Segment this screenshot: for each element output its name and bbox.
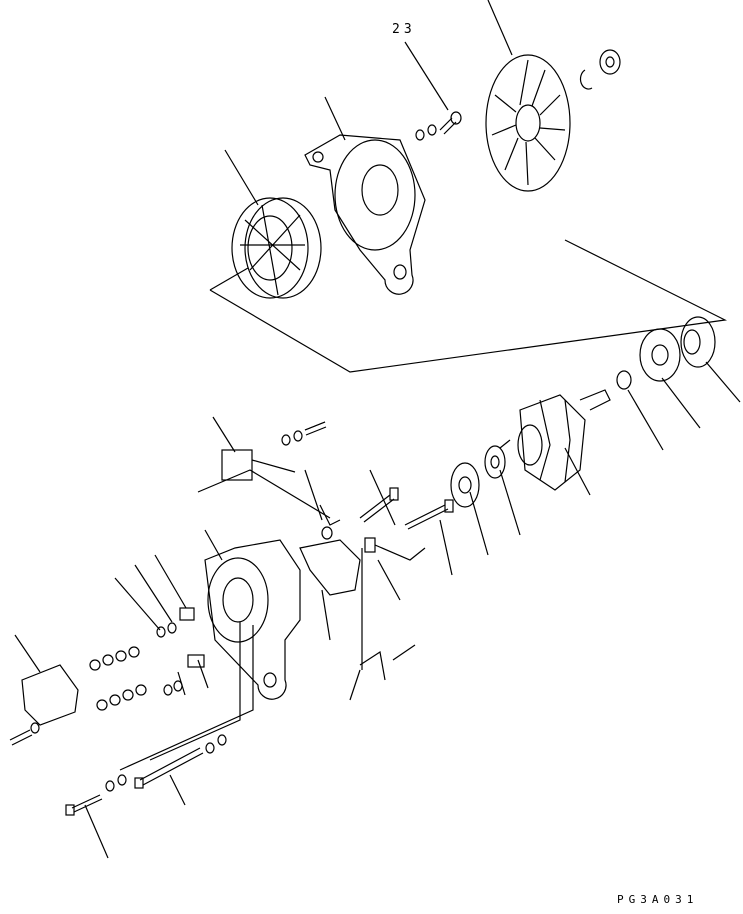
front-bracket bbox=[304, 134, 426, 295]
leader-lines bbox=[14, 0, 741, 859]
nut-and-clip bbox=[579, 49, 621, 90]
rotor bbox=[499, 389, 611, 491]
terminal-bolt-top bbox=[304, 421, 326, 431]
assembly-outline bbox=[119, 239, 727, 771]
rear-housing bbox=[204, 539, 301, 700]
callout-23: 23 bbox=[392, 22, 416, 37]
through-bolts bbox=[65, 747, 204, 816]
rear-bearing-parts bbox=[450, 316, 716, 508]
stator bbox=[231, 197, 322, 299]
washers-and-spacers bbox=[89, 607, 227, 792]
bolts-center bbox=[359, 487, 454, 530]
brush-holder bbox=[221, 421, 327, 481]
rectifier bbox=[299, 504, 426, 681]
regulator bbox=[9, 664, 79, 746]
fan bbox=[485, 54, 571, 192]
bolt-23 bbox=[415, 111, 462, 141]
drawing-code: PG3A031 bbox=[617, 893, 699, 906]
